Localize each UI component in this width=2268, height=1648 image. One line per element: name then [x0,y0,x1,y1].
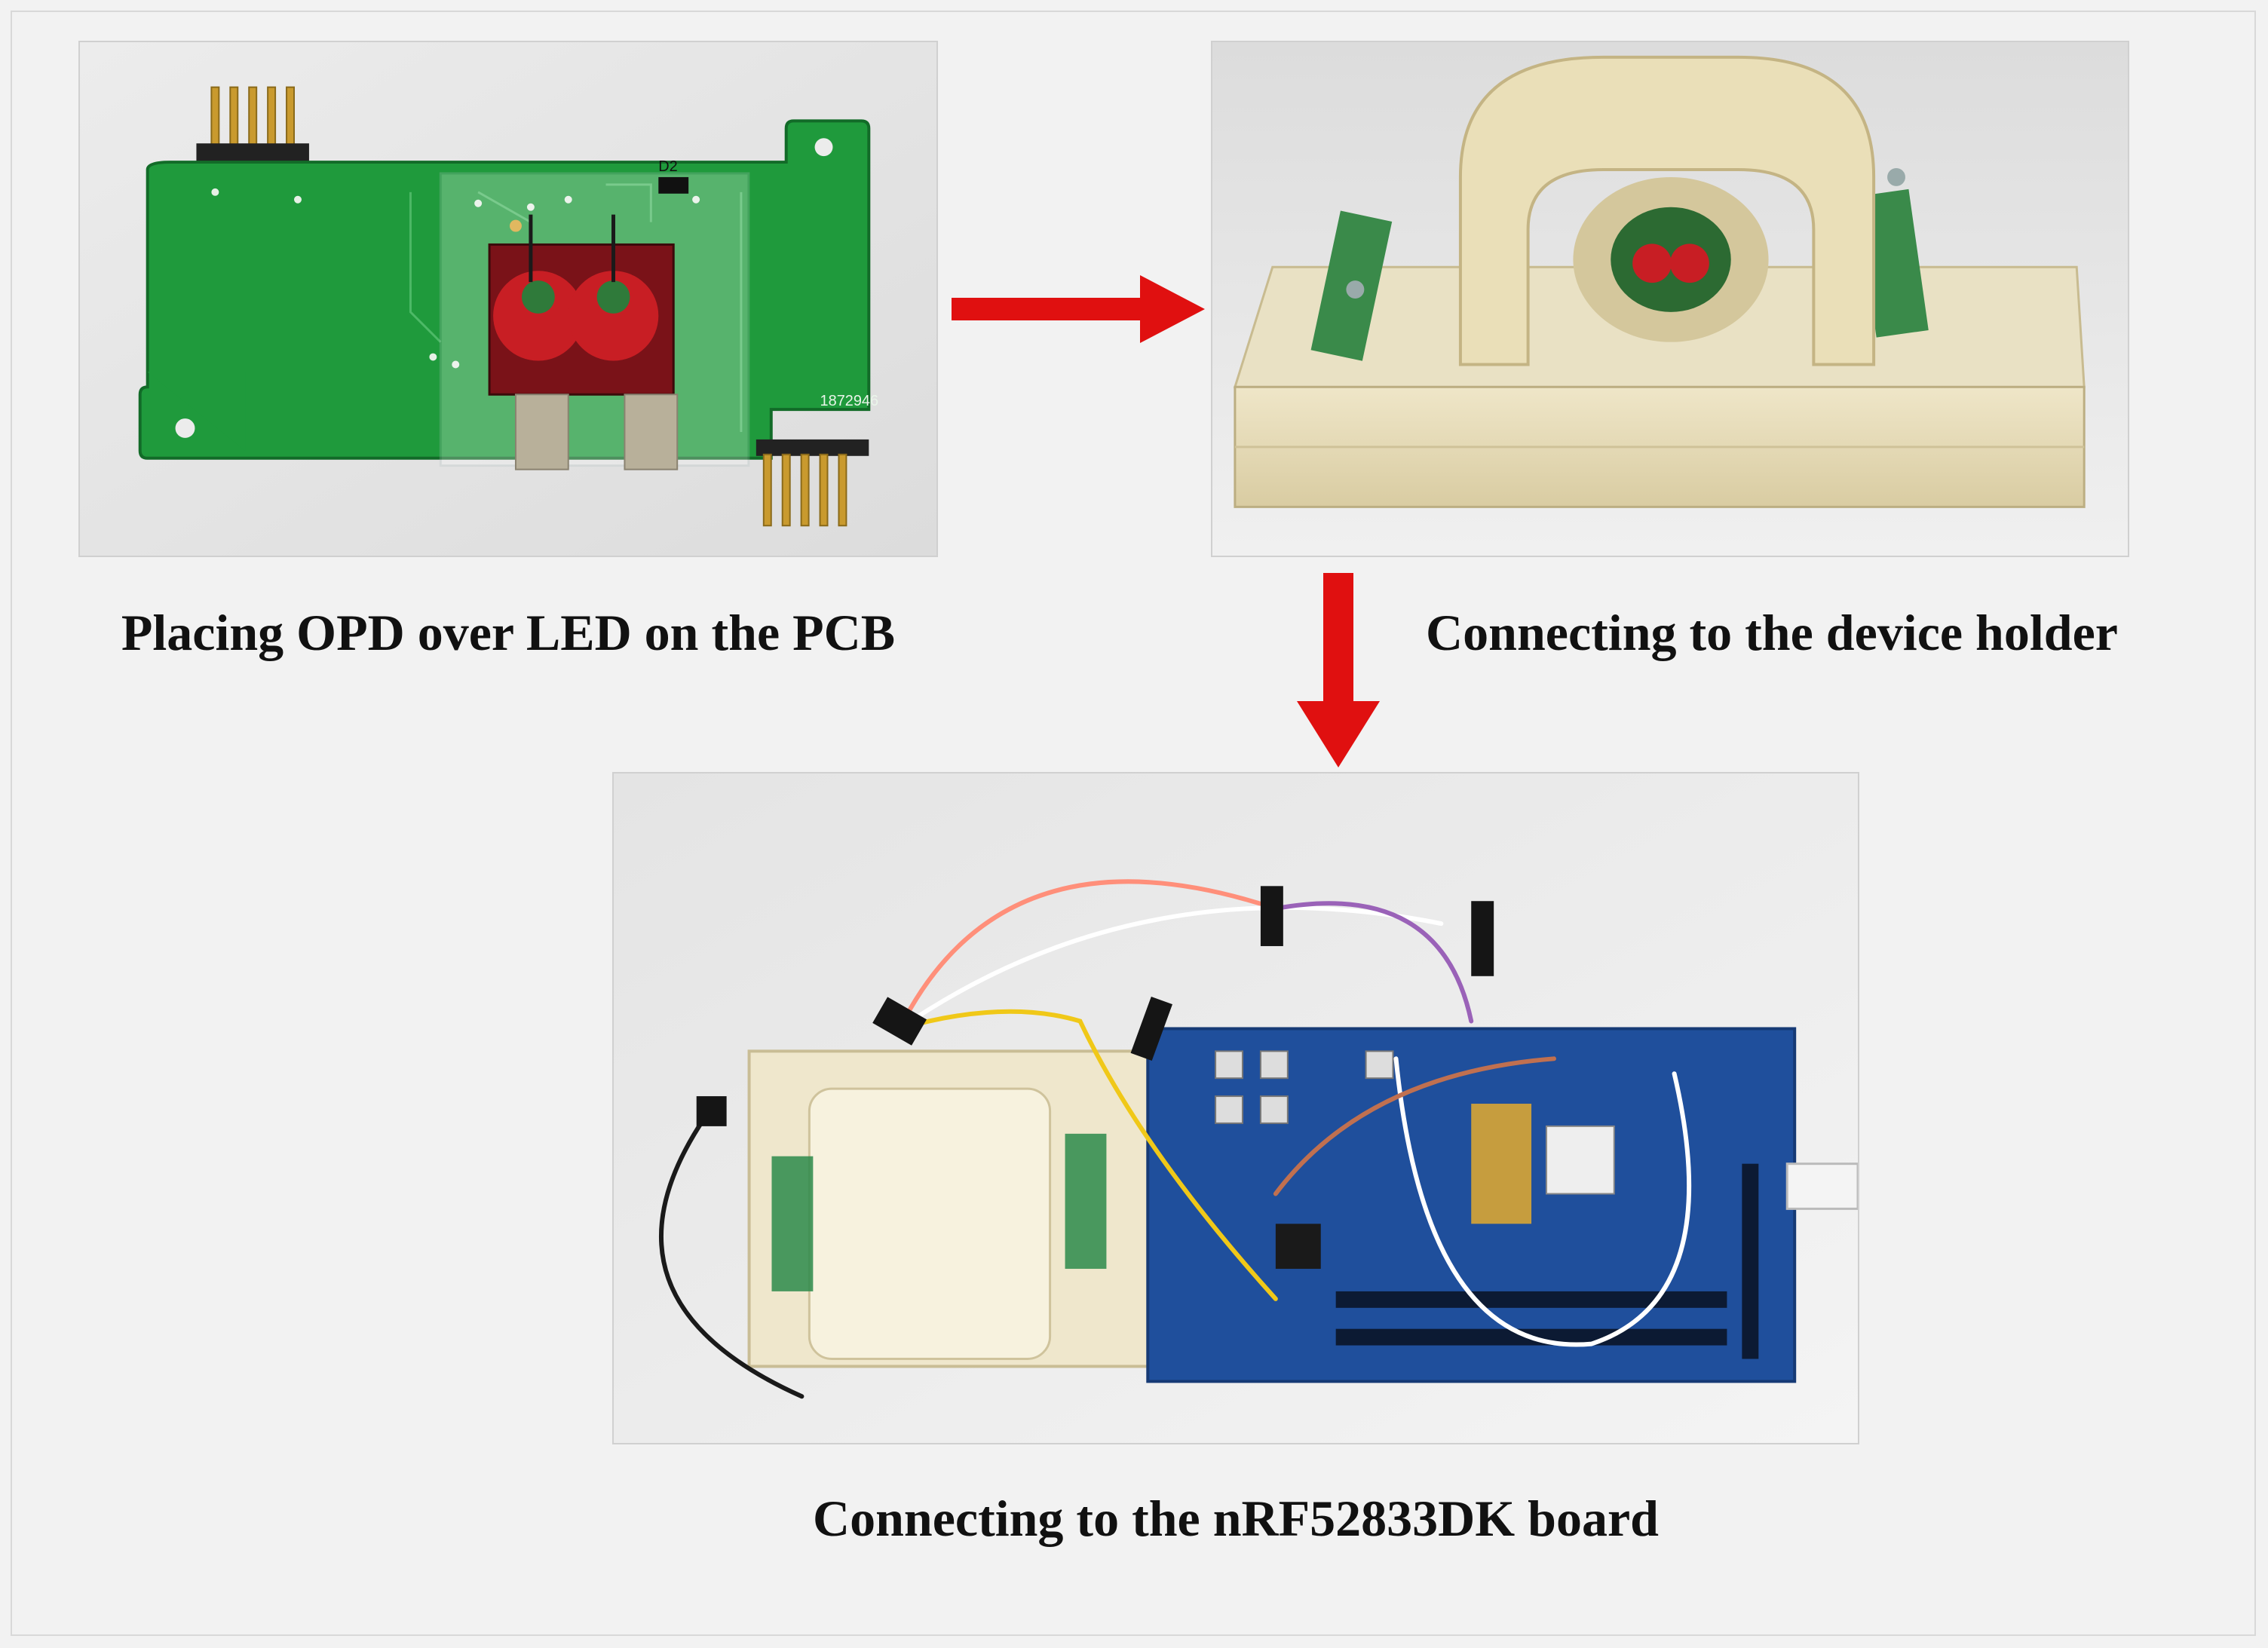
caption-holder-step: Connecting to the device holder [1426,604,2118,661]
pcb-photo: D2 1872946 [78,41,938,557]
caption-board-step: Connecting to the nRF52833DK board [812,1490,1660,1547]
pcb-serial-label: 1872946 [820,393,879,409]
nrf-board-photo [612,772,1859,1444]
arrow-right-icon [952,275,1205,343]
caption-pcb-step: Placing OPD over LED on the PCB [121,604,896,661]
pcb-ref-label: D2 [658,158,677,175]
arrow-down-icon [1297,573,1380,767]
device-holder-photo [1211,41,2129,557]
